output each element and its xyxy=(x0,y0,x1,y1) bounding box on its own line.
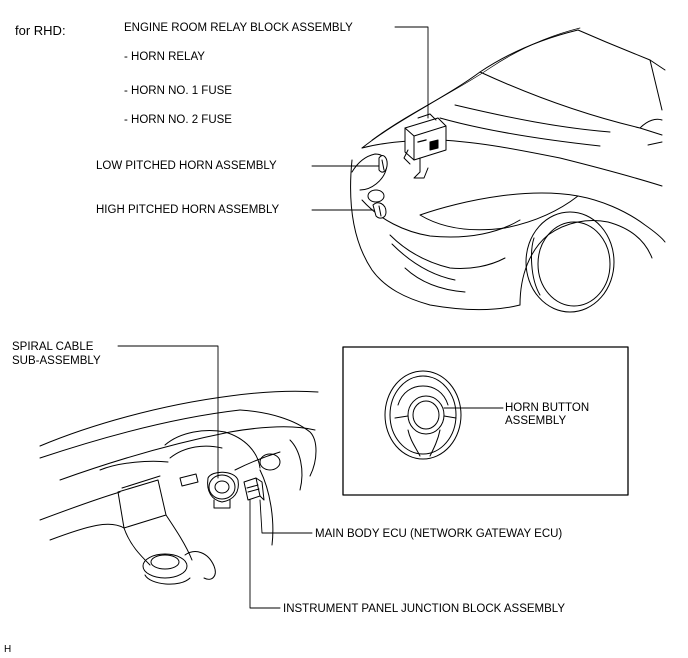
main-body-ecu-label: MAIN BODY ECU (NETWORK GATEWAY ECU) xyxy=(315,528,563,540)
high-horn-label: HIGH PITCHED HORN ASSEMBLY xyxy=(96,204,280,216)
main-body-ecu-leader xyxy=(259,499,313,534)
spiral-cable-label-line1: SPIRAL CABLE xyxy=(12,341,94,353)
low-horn-label: LOW PITCHED HORN ASSEMBLY xyxy=(96,160,277,172)
high-horn-icon xyxy=(372,202,387,219)
spiral-cable-label-line2: SUB-ASSEMBLY xyxy=(12,355,101,367)
low-horn-icon xyxy=(378,155,388,173)
horn-fuse-1-label: - HORN NO. 1 FUSE xyxy=(124,85,232,97)
dashboard-illustration xyxy=(39,390,319,585)
junction-block-label: INSTRUMENT PANEL JUNCTION BLOCK ASSEMBLY xyxy=(283,603,566,615)
figure-code: H xyxy=(4,644,12,655)
engine-relay-block-label: ENGINE ROOM RELAY BLOCK ASSEMBLY xyxy=(124,22,353,34)
horn-relay-label: - HORN RELAY xyxy=(124,51,205,63)
horn-fuse-2-label: - HORN NO. 2 FUSE xyxy=(124,114,232,126)
horn-button-inset-frame xyxy=(342,346,629,496)
horn-button-label-line1: HORN BUTTON xyxy=(505,402,590,414)
junction-block-leader xyxy=(249,499,281,609)
horn-button-label-line2: ASSEMBLY xyxy=(505,415,567,427)
spiral-cable-leader xyxy=(117,345,219,479)
car-front-illustration xyxy=(350,27,666,313)
relay-block-icon xyxy=(403,113,447,179)
top-leader-lines xyxy=(311,26,429,211)
steering-wheel-icon xyxy=(384,370,462,460)
variant-label: for RHD: xyxy=(15,23,66,38)
